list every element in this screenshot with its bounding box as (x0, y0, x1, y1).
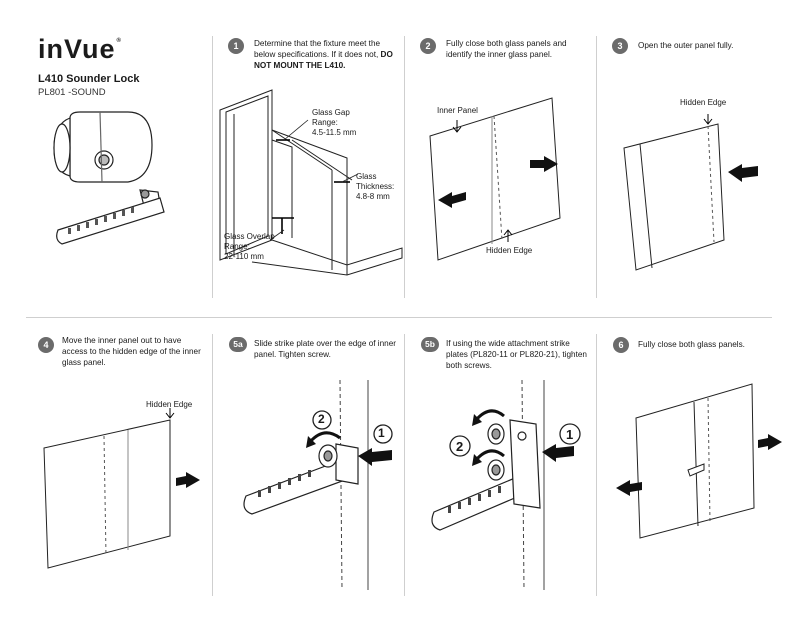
brand-name: inVue (38, 34, 116, 64)
step-4-text: Move the inner panel out to have access … (62, 336, 201, 367)
registered-mark: ® (116, 38, 122, 44)
callout-2-5a: 2 (318, 412, 325, 426)
product-title: L410 Sounder Lock (38, 73, 140, 85)
step-2-text: Fully close both glass panels and identi… (446, 39, 567, 59)
step-5a-text: Slide strike plate over the edge of inne… (254, 339, 397, 359)
divider-v1 (212, 36, 213, 298)
divider-v6 (596, 334, 597, 596)
divider-v4 (212, 334, 213, 596)
step-badge-4: 4 (38, 337, 54, 353)
step-badge-1: 1 (228, 38, 244, 54)
brand-logo: inVue® (38, 34, 122, 65)
step-badge-5a: 5a (229, 337, 247, 352)
inner-panel-label: Inner Panel (437, 106, 478, 115)
step-badge-2: 2 (420, 38, 436, 54)
step-2-diagram (429, 97, 561, 261)
divider-v2 (404, 36, 405, 298)
divider-v3 (596, 36, 597, 298)
step-1-warning: DO NOT MOUNT THE L410. (254, 50, 393, 70)
step-3-diagram (623, 114, 758, 271)
callout-2-5b: 2 (456, 439, 464, 454)
product-subtitle: PL801 -SOUND (38, 87, 106, 98)
step-4-diagram (43, 408, 200, 569)
step-5b-text: If using the wide attachment strike plat… (446, 339, 587, 370)
fixture-diagram (219, 89, 403, 276)
step-badge-5b: 5b (421, 337, 439, 352)
step-6-text: Fully close both glass panels. (638, 340, 745, 349)
callout-1-5b: 1 (566, 427, 574, 442)
step-5b-diagram (431, 379, 581, 591)
hidden-edge-label-3: Hidden Edge (680, 98, 727, 107)
divider-h (26, 317, 772, 318)
hidden-edge-label-4: Hidden Edge (146, 400, 193, 409)
step-badge-3: 3 (612, 38, 628, 54)
step-6-diagram (616, 383, 782, 539)
hidden-edge-label-2: Hidden Edge (486, 246, 533, 255)
product-illustration (53, 111, 165, 245)
step-badge-6: 6 (613, 337, 629, 353)
step-5a-diagram (243, 379, 393, 591)
divider-v5 (404, 334, 405, 596)
step-3-text: Open the outer panel fully. (638, 41, 734, 50)
step-1-text: Determine that the fixture meet the belo… (254, 39, 393, 70)
callout-1-5a: 1 (378, 426, 385, 440)
